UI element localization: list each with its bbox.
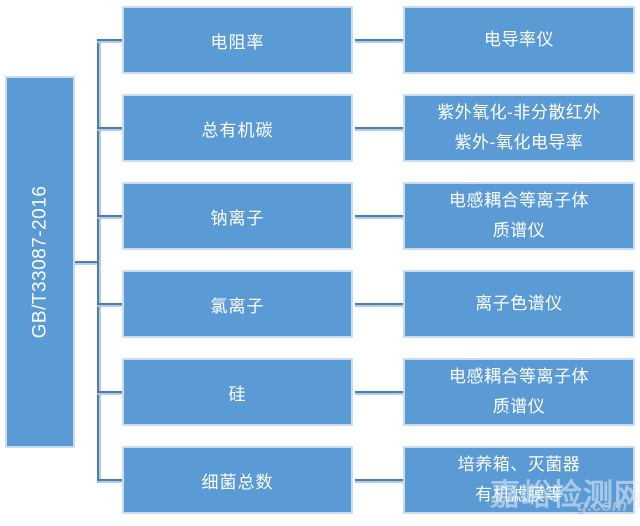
instrument-label-line: 电感耦合等离子体 [449, 191, 589, 210]
connector-branch-row6 [97, 479, 122, 481]
param-label: 总有机碳 [201, 120, 274, 140]
instrument-label-line: 电感耦合等离子体 [449, 367, 589, 386]
instrument-box-conductivity-meter: 电导率仪 [403, 6, 635, 74]
connector-row6-to-instrument [355, 479, 403, 481]
instrument-label-line: 质谱仪 [492, 221, 546, 240]
connector-row3-to-instrument [355, 215, 403, 217]
instrument-label-line: 紫外氧化-非分散红外 [437, 103, 601, 122]
instrument-label-line: 培养箱、灭菌器 [457, 455, 581, 474]
param-label: 钠离子 [210, 208, 265, 228]
connector-row4-to-instrument [355, 303, 403, 305]
instrument-box-icp-ms-silicon: 电感耦合等离子体 质谱仪 [403, 358, 635, 426]
connector-row2-to-instrument [355, 127, 403, 129]
connector-trunk [97, 39, 99, 483]
connector-row5-to-instrument [355, 391, 403, 393]
param-box-chloride-ion: 氯离子 [122, 270, 353, 338]
instrument-label-line: 电导率仪 [484, 30, 554, 49]
connector-branch-row2 [97, 127, 122, 129]
connector-branch-row3 [97, 215, 122, 217]
param-box-total-organic-carbon: 总有机碳 [122, 94, 353, 162]
param-label: 氯离子 [210, 296, 265, 316]
param-box-resistivity: 电阻率 [122, 6, 353, 74]
param-box-silicon: 硅 [122, 358, 353, 426]
connector-row1-to-instrument [355, 39, 403, 41]
instrument-label-line: 紫外-氧化电导率 [454, 133, 584, 152]
instrument-label-line: 离子色谱仪 [475, 294, 563, 313]
root-label: GB/T33087-2016 [29, 185, 51, 339]
connector-root-to-trunk [75, 261, 97, 263]
param-box-sodium-ion: 钠离子 [122, 182, 353, 250]
param-label: 电阻率 [210, 32, 265, 52]
connector-branch-row5 [97, 391, 122, 393]
instrument-box-uv-oxidation: 紫外氧化-非分散红外 紫外-氧化电导率 [403, 94, 635, 162]
instrument-box-ion-chromatograph: 离子色谱仪 [403, 270, 635, 338]
root-box-standard: GB/T33087-2016 [5, 76, 75, 448]
connector-branch-row1 [97, 39, 122, 41]
connector-branch-row4 [97, 303, 122, 305]
instrument-box-icp-ms-sodium: 电感耦合等离子体 质谱仪 [403, 182, 635, 250]
instrument-label-line: 质谱仪 [492, 397, 546, 416]
param-label: 细菌总数 [201, 472, 274, 492]
param-label: 硅 [228, 384, 247, 404]
instrument-label-line: 有机滤膜等 [475, 485, 563, 504]
instrument-box-incubator-sterilizer: 培养箱、灭菌器 有机滤膜等 [403, 446, 635, 514]
param-box-total-bacteria: 细菌总数 [122, 446, 353, 514]
